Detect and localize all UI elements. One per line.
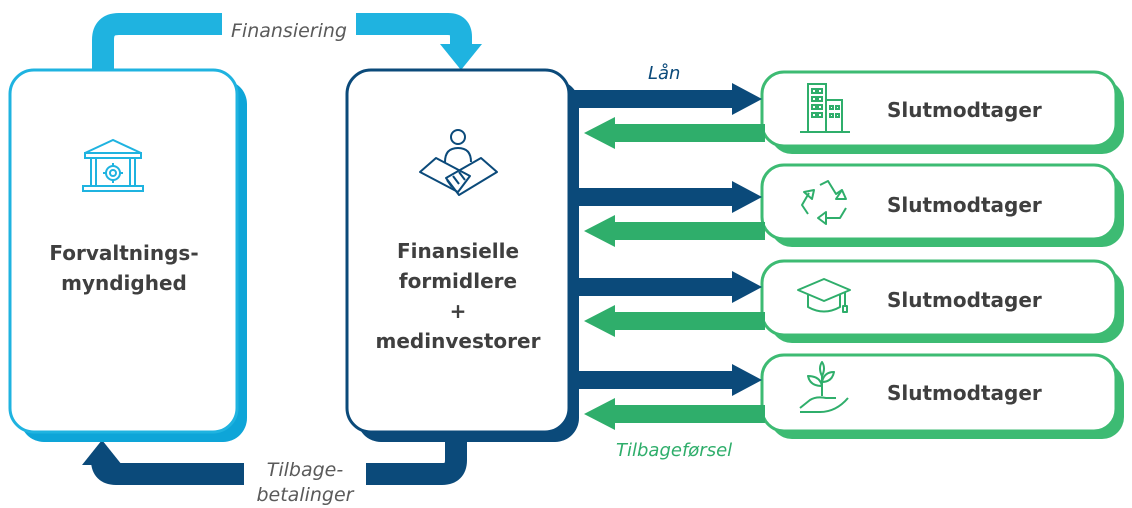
- repayment-label-line2: betalinger: [256, 484, 354, 506]
- intermediary-label-plus: +: [449, 299, 467, 323]
- building-icon: [800, 83, 850, 133]
- intermediary-label-line1: Finansielle: [396, 239, 520, 263]
- reflow-arrow-2: [584, 215, 765, 247]
- authority-label-line1: Forvaltnings-: [49, 241, 199, 265]
- loan-arrow-1: [572, 83, 762, 115]
- recycle-icon: [801, 180, 847, 225]
- recipient-box-1: [760, 70, 1124, 154]
- recipient-box-2: [760, 163, 1124, 247]
- intermediary-label-line3: medinvestorer: [375, 329, 541, 353]
- authority-box: [8, 68, 247, 442]
- loan-label: Lån: [648, 63, 681, 84]
- intermediary-label-line2: formidlere: [398, 269, 518, 293]
- recipient-label-3: Slutmodtager: [887, 288, 1042, 312]
- recipient-label-2: Slutmodtager: [887, 193, 1042, 217]
- handshake-person-icon: [419, 129, 498, 196]
- bank-gear-icon: [82, 138, 144, 192]
- repayment-label-line1: Tilbage-: [266, 459, 344, 481]
- financing-arrow: [92, 13, 482, 72]
- loan-arrow-4: [572, 364, 762, 396]
- recipient-label-4: Slutmodtager: [887, 381, 1042, 405]
- hand-plant-icon: [799, 361, 849, 413]
- recipient-box-3: [760, 259, 1124, 343]
- repayment-label: Tilbage- betalinger: [244, 458, 366, 508]
- repayment-arrow: [82, 440, 467, 485]
- financing-label: Finansiering: [231, 20, 347, 42]
- loan-arrow-3: [572, 271, 762, 303]
- recipient-label-1: Slutmodtager: [887, 98, 1042, 122]
- reflow-arrow-4: [584, 398, 765, 430]
- authority-label-line2: myndighed: [61, 271, 187, 295]
- graduation-cap-icon: [797, 278, 851, 313]
- authority-label: Forvaltnings- myndighed: [12, 238, 236, 298]
- loan-arrow-2: [572, 181, 762, 213]
- recipient-box-4: [760, 353, 1124, 439]
- reflow-label: Tilbageførsel: [616, 440, 733, 461]
- intermediary-label: Finansielle formidlere + medinvestorer: [349, 236, 567, 356]
- reflow-arrow-3: [584, 305, 765, 337]
- intermediary-box: [345, 68, 579, 442]
- reflow-arrow-1: [584, 117, 765, 149]
